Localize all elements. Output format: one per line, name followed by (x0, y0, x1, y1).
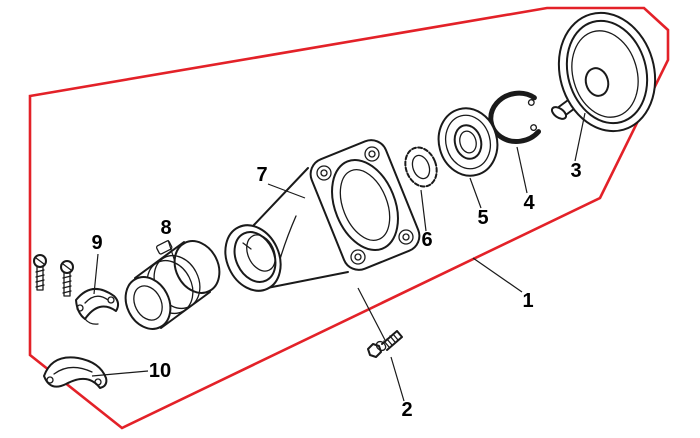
flange-bolt-hole (354, 253, 362, 261)
flange-bolt-hole (320, 169, 328, 177)
snap-ring-body (488, 90, 542, 144)
part-label-9: 9 (91, 232, 102, 254)
leader-line-9 (93, 253, 99, 295)
leader-line-8 (167, 239, 176, 263)
bolt-threads (383, 333, 399, 348)
part-6-lock-washer (404, 146, 438, 188)
leader-line-4 (516, 146, 528, 194)
flange-bolt-boss (350, 249, 366, 265)
drum-shaft-end (550, 106, 568, 120)
flange-bolt-boss (364, 146, 380, 162)
upper-clamp-shell (75, 288, 120, 320)
part-3-clutch-drum (550, 11, 657, 133)
part-4-snap-ring (488, 90, 542, 144)
part-8-coupling-sleeve (124, 240, 221, 330)
washer-serrated-rim (404, 146, 438, 188)
clamp-ear-hole (46, 376, 54, 384)
flange-bolt-boss (316, 165, 332, 181)
bearing-race-line (444, 114, 492, 170)
leader-line-6 (420, 189, 427, 232)
part-label-4: 4 (523, 192, 535, 214)
part-label-1: 1 (522, 290, 533, 312)
bearing-bore (459, 130, 477, 154)
clamp-ear-hole (76, 304, 84, 312)
bearing-inner-race (453, 124, 483, 160)
part-2-bolt (357, 287, 403, 358)
cone-opening-depth (246, 234, 276, 272)
bolt-position-line (357, 287, 386, 341)
leader-line-10 (91, 370, 149, 377)
upper-clamp-depth (84, 318, 99, 325)
leader-line-3 (574, 112, 586, 162)
part-label-6: 6 (421, 229, 432, 251)
screw-threads (35, 269, 45, 288)
cone-opening-rim (224, 224, 282, 292)
leader-line-7 (267, 183, 306, 199)
flange-bolt-hole (402, 233, 410, 241)
housing-flange (309, 139, 421, 271)
drum-outer-rim (557, 11, 657, 133)
part-label-8: 8 (160, 217, 171, 239)
sleeve-bore (133, 285, 163, 321)
cone-slot (242, 242, 252, 250)
sleeve-back-rim (173, 240, 221, 294)
cone-opening-inner (233, 231, 277, 283)
upper-clamp-groove (84, 295, 109, 304)
bolt-hex-head (367, 343, 382, 358)
snap-ring-eye (530, 124, 538, 132)
screw-slot (35, 257, 45, 265)
cone-bottom-edge (261, 271, 349, 290)
part-7-clutch-housing (224, 139, 421, 292)
part-label-5: 5 (477, 207, 488, 229)
flange-ring-outer (331, 158, 399, 252)
leader-line-1 (472, 257, 523, 293)
part-label-7: 7 (256, 164, 267, 186)
flange-bolt-boss (398, 229, 414, 245)
flange-ring-inner (339, 169, 391, 241)
lower-clamp-shell (43, 356, 108, 389)
cone-top-edge (251, 167, 309, 228)
bearing-outer-race (437, 107, 499, 177)
drum-inner-rim (565, 19, 649, 125)
bolt-shaft (381, 330, 403, 351)
lower-clamp-groove (53, 366, 93, 375)
screw-threads (62, 275, 72, 294)
part-label-3: 3 (570, 160, 581, 182)
part-9-upper-clamp (33, 254, 120, 325)
part-5-bearing (437, 107, 499, 177)
clamp-ear-hole (107, 296, 115, 304)
part-label-2: 2 (401, 399, 412, 421)
part-10-lower-clamp (43, 356, 108, 389)
part-label-10: 10 (149, 360, 171, 382)
clamp-ear-hole (94, 378, 102, 386)
drum-face-ring (571, 30, 639, 118)
sleeve-front-rim (124, 276, 172, 330)
flange-bolt-hole (368, 150, 376, 158)
snap-ring-eye (527, 99, 535, 106)
washer-bore (411, 154, 431, 180)
leader-line-5 (469, 177, 482, 209)
sleeve-top-edge (134, 241, 185, 279)
screw-slot (62, 263, 72, 271)
sleeve-clamp-tab (155, 240, 173, 255)
drum-hub (584, 67, 610, 97)
leader-line-2 (390, 356, 405, 402)
